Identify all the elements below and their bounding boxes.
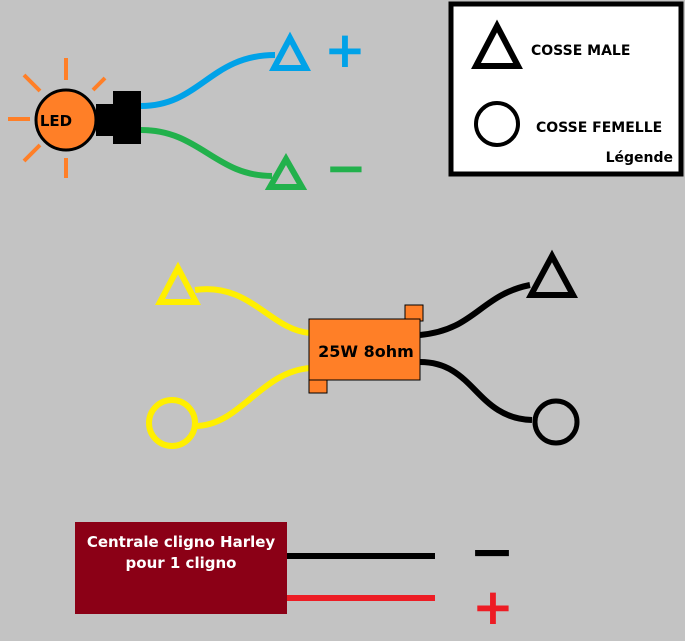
resistor-black-wire-top [419, 282, 531, 338]
led-glow-rays [8, 58, 107, 178]
legend-male-icon [471, 19, 523, 69]
led-label: LED [40, 112, 72, 130]
central-unit: Centrale cligno Harley pour 1 cligno [75, 522, 287, 614]
female-terminal-icon [146, 397, 198, 449]
minus-sign: − [325, 139, 367, 197]
resistor-label: 25W 8ohm [318, 342, 414, 361]
female-terminal-icon [532, 398, 580, 446]
male-terminal-icon [264, 152, 308, 190]
legend-title: Légende [606, 150, 673, 166]
plus-sign: + [472, 578, 514, 636]
male-terminal-icon [525, 249, 579, 298]
led-green-wire [140, 127, 273, 179]
central-unit-line1: Centrale cligno Harley [86, 533, 276, 551]
resistor-yellow-wire-bottom [194, 365, 311, 429]
led-connector [96, 91, 141, 144]
male-terminal-icon [155, 261, 201, 305]
led-blue-wire [140, 52, 276, 109]
central-unit-line2: pour 1 cligno [125, 554, 237, 572]
plus-sign: + [324, 21, 366, 79]
legend-box [448, 1, 684, 177]
minus-sign: − [469, 520, 514, 583]
legend-male-label: COSSE MALE [531, 43, 630, 59]
resistor-black-wire-bottom [419, 359, 533, 423]
resistor-yellow-wire-top [194, 286, 311, 336]
male-terminal-icon [269, 31, 311, 71]
legend-female-label: COSSE FEMELLE [536, 120, 662, 136]
legend-female-icon [474, 101, 520, 147]
resistor-body [308, 304, 424, 394]
